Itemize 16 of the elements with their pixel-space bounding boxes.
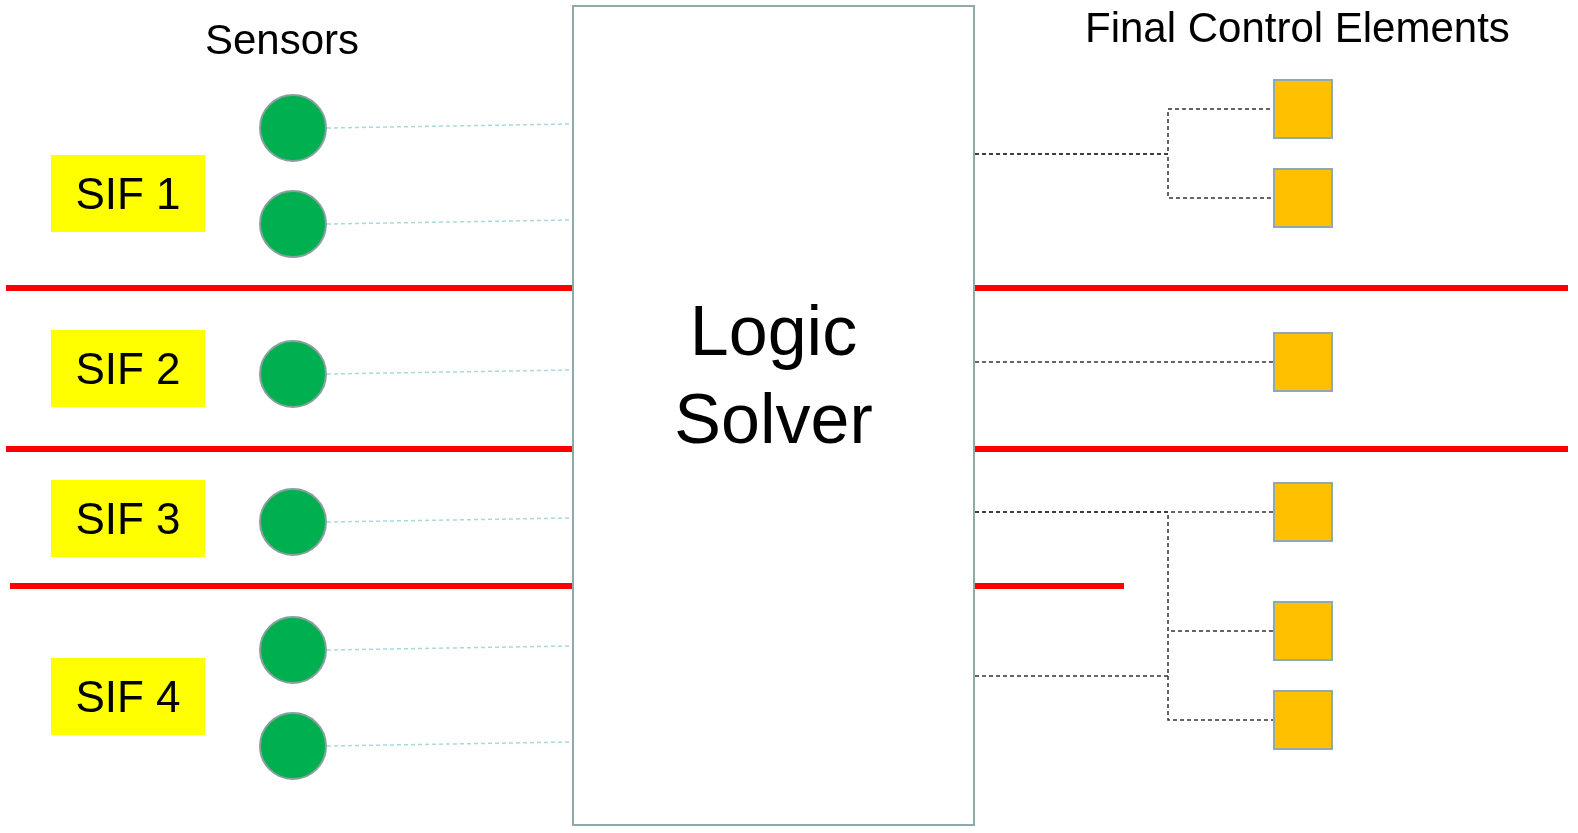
final-element-square: [1273, 482, 1333, 542]
final-element-square: [1273, 168, 1333, 228]
function-label-box: SIF 3: [51, 480, 205, 557]
final-element-square: [1273, 601, 1333, 661]
logic-solver-box: Logic Solver: [572, 5, 975, 826]
connector-line: [974, 361, 1274, 363]
heading-text: Sensors: [205, 16, 360, 64]
function-label-box: SIF 4: [51, 658, 205, 735]
function-label-box: SIF 1: [51, 155, 205, 232]
connector-line: [974, 511, 1274, 632]
heading-text: Final Control Elements: [1085, 4, 1510, 52]
final-element-square: [1273, 690, 1333, 750]
final-element-square: [1273, 332, 1333, 392]
function-label-box: SIF 2: [51, 330, 205, 407]
connector-line: [974, 153, 1274, 199]
final-element-square: [1273, 79, 1333, 139]
